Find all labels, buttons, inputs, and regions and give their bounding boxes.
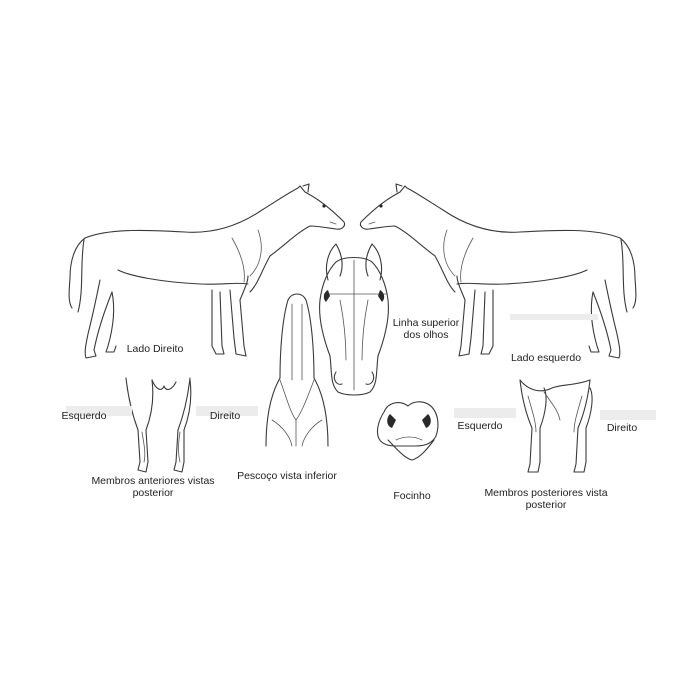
horse-left-side-figure bbox=[359, 183, 637, 359]
label-hind-esquerdo: Esquerdo bbox=[457, 420, 503, 432]
label-front-direito: Direito bbox=[209, 410, 241, 422]
grey-patch bbox=[600, 410, 656, 420]
label-pescoco-vista-inferior: Pescoço vista inferior bbox=[237, 470, 337, 482]
label-linha-superior-olhos: Linha superior dos olhos bbox=[392, 317, 460, 341]
horse-right-side-figure bbox=[68, 183, 346, 359]
label-focinho: Focinho bbox=[393, 490, 431, 502]
label-front-esquerdo: Esquerdo bbox=[61, 410, 107, 422]
label-membros-anteriores: Membros anteriores vistas posterior bbox=[91, 475, 215, 499]
label-lado-esquerdo: Lado esquerdo bbox=[510, 352, 582, 364]
grey-patch bbox=[454, 408, 516, 418]
label-membros-posteriores: Membros posteriores vista posterior bbox=[484, 487, 608, 511]
hind-limbs-posterior-figure bbox=[519, 379, 593, 473]
head-front-view-figure bbox=[319, 243, 389, 396]
front-limbs-posterior-figure bbox=[125, 377, 192, 473]
grey-patch bbox=[196, 406, 258, 416]
grey-patch bbox=[510, 314, 598, 320]
neck-inferior-view-figure bbox=[265, 293, 329, 447]
grey-patch bbox=[66, 406, 132, 416]
label-hind-direito: Direito bbox=[606, 422, 638, 434]
label-lado-direito: Lado Direito bbox=[126, 343, 184, 355]
muzzle-view-figure bbox=[376, 401, 439, 461]
